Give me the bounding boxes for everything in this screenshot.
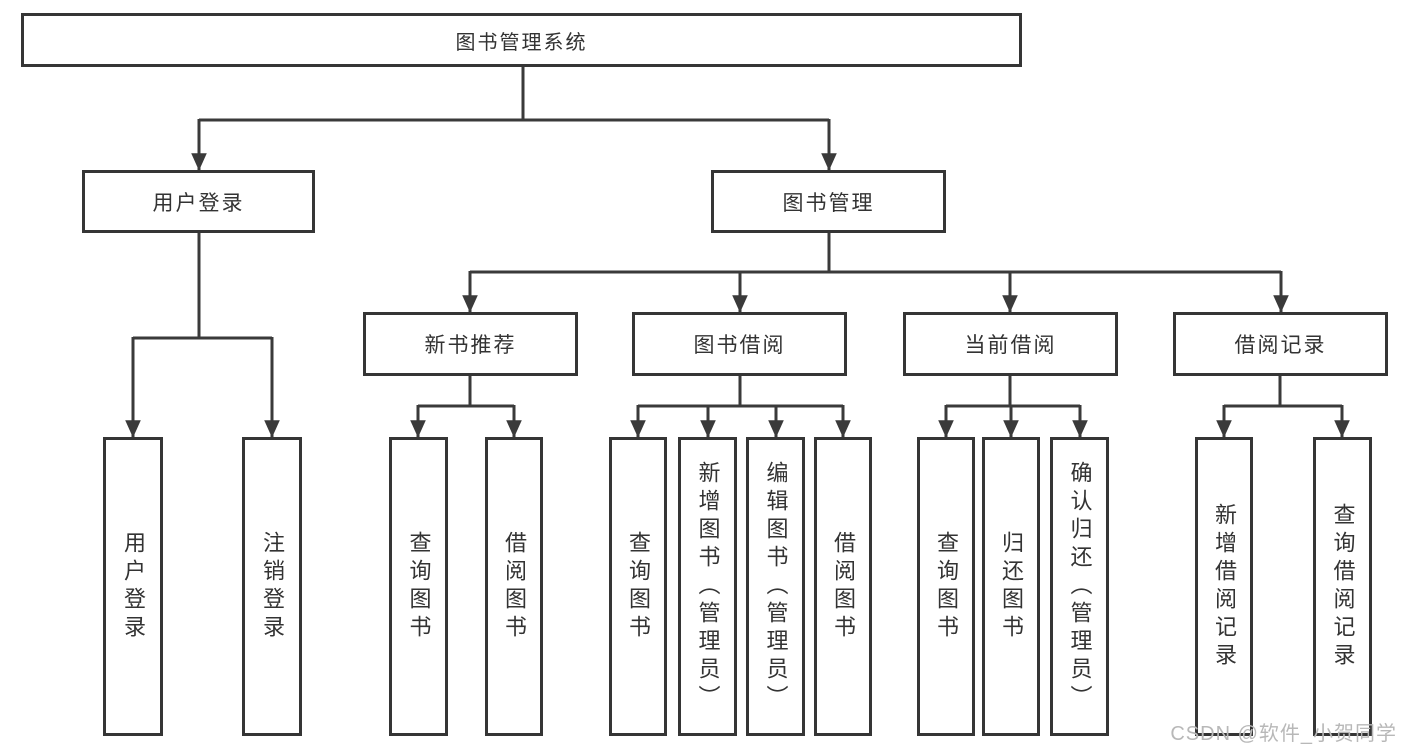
node-book-borrow: 图书借阅 [632, 312, 847, 376]
node-label: 借阅图书 [502, 530, 527, 643]
node-label: 图书管理 [782, 191, 875, 215]
node-label: 借阅记录 [1234, 334, 1327, 357]
branch-book-borrow [630, 374, 851, 438]
leaf-nbr-query-books: 查询图书 [389, 437, 448, 736]
leaf-bb-add-book-admin: 新增图书（管理员） [678, 437, 737, 736]
leaf-cb-return-books: 归还图书 [982, 437, 1040, 736]
node-label: 借阅图书 [831, 530, 856, 643]
node-label: 新增借阅记录 [1212, 502, 1237, 671]
branch-current-borrow [938, 374, 1088, 438]
node-label: 查询图书 [626, 530, 651, 643]
node-label: 查询借阅记录 [1330, 502, 1356, 671]
node-label: 确认归还（管理员） [1067, 460, 1093, 713]
branch-borrow-records [1216, 374, 1350, 438]
branch-book-management [462, 231, 1289, 313]
leaf-bb-edit-book-admin: 编辑图书（管理员） [746, 437, 805, 736]
node-root: 图书管理系统 [21, 13, 1022, 67]
branch-root-to-level2 [191, 64, 837, 171]
watermark: CSDN @软件_小贺同学 [1170, 723, 1397, 745]
node-label: 当前借阅 [964, 334, 1057, 357]
node-label: 查询图书 [934, 530, 959, 643]
branch-new-book-recommend [410, 374, 522, 438]
node-label: 图书借阅 [693, 334, 786, 357]
node-borrow-records: 借阅记录 [1173, 312, 1388, 376]
leaf-logout: 注销登录 [242, 437, 302, 736]
node-current-borrow: 当前借阅 [903, 312, 1118, 376]
leaf-cb-query-books: 查询图书 [917, 437, 975, 736]
node-label: 新增图书（管理员） [695, 460, 721, 713]
node-label: 归还图书 [999, 530, 1024, 643]
leaf-user-login: 用户登录 [103, 437, 163, 736]
branch-user-login [125, 231, 280, 438]
node-new-book-recommend: 新书推荐 [363, 312, 578, 376]
leaf-bb-query-books: 查询图书 [609, 437, 667, 736]
node-label: 新书推荐 [424, 334, 517, 357]
leaf-cb-confirm-return-admin: 确认归还（管理员） [1050, 437, 1109, 736]
node-book-management: 图书管理 [711, 170, 946, 233]
node-label: 注销登录 [260, 530, 285, 643]
node-label: 用户登录 [121, 530, 146, 643]
leaf-br-add-borrow-record: 新增借阅记录 [1195, 437, 1253, 736]
node-label: 编辑图书（管理员） [763, 460, 789, 713]
node-label: 图书管理系统 [455, 31, 588, 54]
leaf-nbr-borrow-books: 借阅图书 [485, 437, 543, 736]
node-label: 用户登录 [152, 191, 245, 215]
node-label: 查询图书 [406, 530, 432, 643]
leaf-br-query-borrow-record: 查询借阅记录 [1313, 437, 1372, 736]
node-user-login: 用户登录 [82, 170, 315, 233]
leaf-bb-borrow-books: 借阅图书 [814, 437, 872, 736]
